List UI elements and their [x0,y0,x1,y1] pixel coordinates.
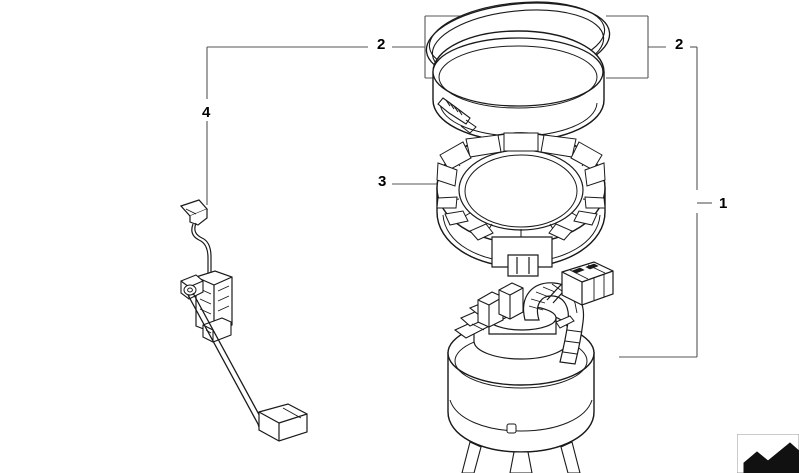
part-locking-ring [436,132,606,277]
callout-number-3: 3 [375,173,390,190]
callout-number-4: 4 [199,104,214,121]
callout-number-2-right: 2 [672,36,687,53]
part-fuel-level-sensor [179,199,308,442]
leader-lines [206,15,712,358]
callout-number-2-left: 2 [374,36,389,53]
callout-number-1: 1 [716,195,731,212]
corner-logo-mark [737,434,799,473]
part-sealing-ring [425,1,611,142]
part-fuel-pump-assembly [447,261,614,473]
